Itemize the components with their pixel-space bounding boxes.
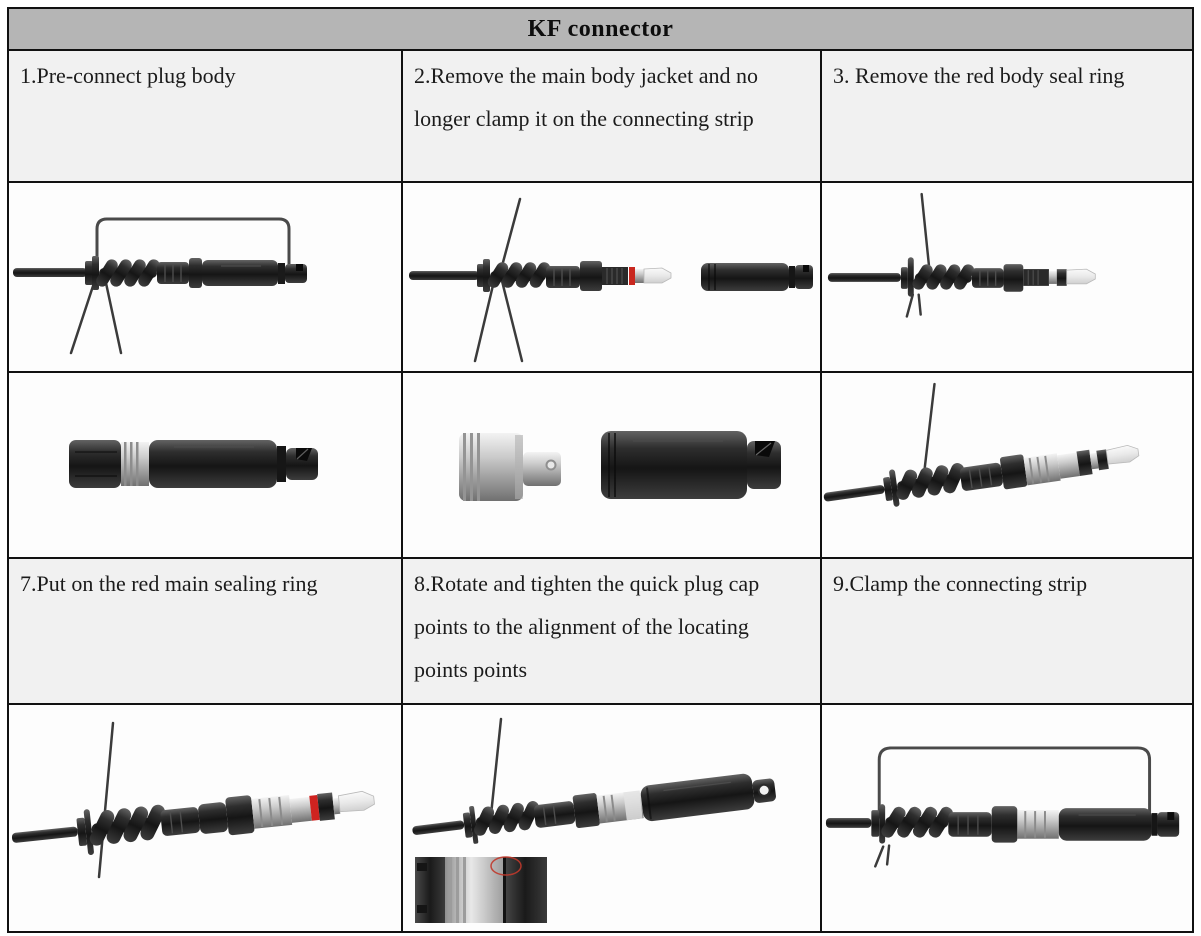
main-body [1058,808,1152,841]
hex-nut [572,793,600,829]
step-3-caption: 3. Remove the red body seal ring [822,51,1192,181]
table-title: KF connector [9,9,1192,49]
step-6-photo-cell [822,373,1192,557]
step-1-caption: 1.Pre-connect plug body [9,51,401,181]
strip-wire [97,721,115,879]
step-1-photo-cell [9,183,401,371]
cable [412,820,465,835]
silver-coupling [251,794,312,829]
silver-coupling [1017,810,1059,839]
step-9-caption: 9.Clamp the connecting strip [822,559,1192,703]
alignment-annotation-circle [490,856,522,876]
quick-plug-cap [459,433,561,501]
cable [823,485,885,502]
step-8-photo-cell [403,705,820,931]
spiral-boot [881,806,953,838]
red-seal-ring [629,267,635,285]
step-6-photo [823,382,1140,507]
step-4-photo-cell [9,373,401,557]
step-3-photo [827,192,1096,318]
step-5-photo-cell [403,373,820,557]
eyelet-hole [757,783,771,797]
connecting-strip-loop [95,217,291,271]
hex-nut [991,806,1018,843]
silver-collar [121,442,149,486]
step-2-caption: 2.Remove the main body jacket and no lon… [403,51,820,181]
clear-tip [643,267,672,284]
step-3-photo-cell [822,183,1192,371]
step-7-caption: 7.Put on the red main sealing ring [9,559,401,703]
strip-leg [885,844,891,866]
step-5-photo [459,431,781,501]
cable [827,273,901,282]
main-body [149,440,277,488]
step-8-photo [412,717,776,923]
spiral-boot [474,801,539,836]
spiral-boot [896,463,965,500]
cable [13,268,87,277]
spiral-boot [487,262,551,288]
hex-nut [580,261,602,291]
cable [825,818,872,828]
step-9-photo [825,746,1180,868]
clear-tip [1066,268,1096,285]
connecting-strip-loop [877,746,1152,819]
strip-leg [500,279,524,363]
closeup-inset [415,856,547,923]
step-7-photo-cell [9,705,401,931]
main-body-jacket [601,431,781,499]
cable [409,271,479,280]
cable [11,826,78,843]
silver-coupling [596,790,644,824]
strip-leg [69,281,96,355]
hex-nut [1003,264,1024,292]
step-7-photo [11,721,375,879]
hex-cap [69,440,121,488]
strip-leg [104,281,123,355]
clear-tip [1105,444,1140,465]
body-tip [286,448,318,480]
step-2-photo-cell [403,183,820,371]
clear-tip [337,790,375,813]
strip-leg [917,293,922,316]
step-8-caption: 8.Rotate and tighten the quick plug cap … [403,559,820,703]
strip-leg [473,279,496,363]
step-1-photo [13,217,307,355]
kf-connector-instruction-table: KF connector 1.Pre-connect plug body 2.R… [7,7,1194,933]
hex-nut [999,454,1028,490]
main-body-jacket [701,263,813,291]
main-body [202,260,278,286]
strip-leg [905,293,915,318]
hex-nut [225,795,255,836]
strip-wire [489,717,503,817]
step-9-photo-cell [822,705,1192,931]
spiral-boot [89,804,165,846]
red-main-sealing-ring [309,795,320,821]
spiral-boot [96,259,160,287]
silver-coupling [1023,452,1080,486]
spiral-boot [912,264,975,290]
strip-wire [923,382,936,471]
step-2-photo [409,197,813,363]
main-body [640,773,755,822]
strip-leg [874,845,885,868]
step-4-photo [69,440,318,488]
